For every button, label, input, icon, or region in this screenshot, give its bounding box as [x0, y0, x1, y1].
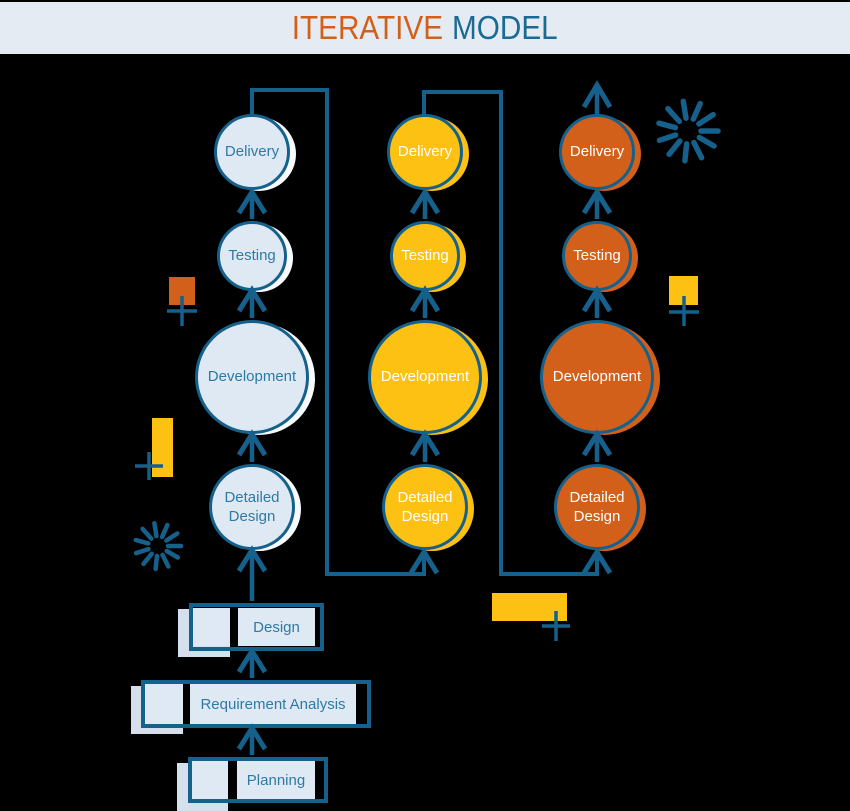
arrowhead-development-testing-3 [581, 285, 613, 313]
stage-label: Detailed Design [569, 488, 625, 526]
stage-label: Development [380, 368, 470, 386]
design-box-square [193, 608, 230, 646]
arrowhead-development-testing-1 [236, 285, 268, 313]
arrowhead-testing-delivery-1 [236, 187, 268, 215]
loop-arrow-iteration2-to-iteration3 [422, 90, 599, 576]
stage-label: Delivery [397, 143, 453, 161]
arrowhead-design-detaileddesign [236, 545, 268, 573]
design-box-label: Design [238, 608, 315, 646]
arrowhead-detaileddesign-development-2 [409, 429, 441, 457]
exit-arrowhead [581, 80, 613, 109]
planning-box [188, 757, 328, 803]
arrowhead-requirement-design [236, 646, 268, 674]
plus-icon-right [669, 296, 699, 326]
arrowhead-planning-requirement [236, 723, 268, 751]
stage-label: Detailed Design [397, 488, 453, 526]
requirement-analysis-box [141, 680, 371, 728]
planning-box-square [192, 761, 228, 799]
arrowhead-testing-delivery-3 [581, 187, 613, 215]
stage-label: Development [552, 368, 642, 386]
stage-circle-iteration1-delivery: Delivery [214, 114, 290, 190]
requirement-analysis-box-label: Requirement Analysis [190, 684, 356, 724]
stage-circle-iteration3-development: Development [540, 320, 654, 434]
stage-label: Testing [228, 247, 276, 265]
loop-arrowhead-iteration2 [408, 547, 440, 575]
stage-circle-iteration2-detailed-design: Detailed Design [382, 464, 468, 550]
stage-label: Detailed Design [224, 488, 280, 526]
stage-circle-iteration3-detailed-design: Detailed Design [554, 464, 640, 550]
stage-circle-iteration1-development: Development [195, 320, 309, 434]
design-box [189, 603, 324, 651]
stage-circle-iteration1-detailed-design: Detailed Design [209, 464, 295, 550]
page-title-part1: ITERATIVE [292, 9, 444, 46]
plus-icon-left-middle [135, 452, 163, 480]
stage-label: Testing [401, 247, 449, 265]
plus-icon-bottom-middle [542, 611, 570, 641]
arrowhead-detaileddesign-development-3 [581, 429, 613, 457]
stage-circle-iteration2-testing: Testing [390, 221, 460, 291]
loop-arrowhead-iteration3 [581, 547, 613, 575]
decoration-yellow-vertical-bar [152, 418, 173, 477]
sunburst-icon-right [656, 98, 721, 164]
sunburst-icon-left [133, 521, 184, 572]
requirement-analysis-box-square [145, 684, 183, 724]
stage-label: Delivery [569, 143, 625, 161]
arrowhead-development-testing-2 [409, 285, 441, 313]
stage-label: Delivery [224, 143, 280, 161]
loop-arrow-iteration1-to-iteration2 [250, 88, 426, 576]
page-title-part2: MODEL [452, 9, 558, 46]
stage-label: Testing [573, 247, 621, 265]
plus-icon-left-top [167, 296, 197, 326]
arrowhead-detaileddesign-development-1 [236, 429, 268, 457]
planning-box-label: Planning [237, 761, 315, 799]
arrowhead-testing-delivery-2 [409, 187, 441, 215]
stage-label: Development [207, 368, 297, 386]
